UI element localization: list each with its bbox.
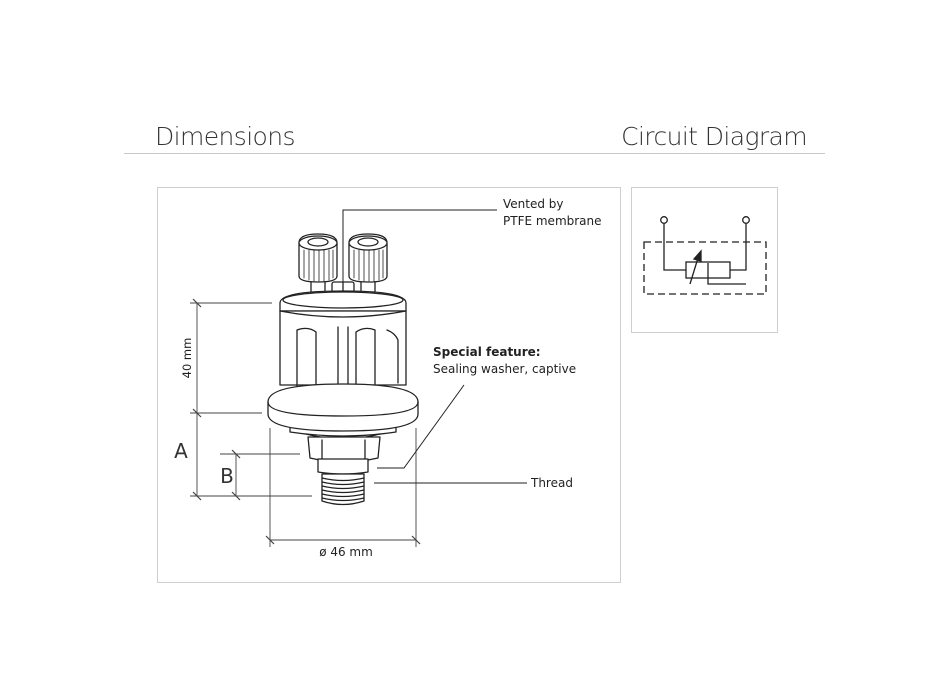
circuit-diagram-heading: Circuit Diagram [621,122,807,151]
right-terminal [348,233,388,293]
sensor-cap [279,290,407,312]
circuit-schematic [643,216,767,295]
heading-divider [124,153,825,154]
wiper [707,263,746,285]
thread-label: Thread [530,476,573,490]
variable-arrow [689,257,699,285]
special-feature-title: Special feature: [433,345,541,359]
dashed-enclosure [643,241,767,295]
special-feature-desc: Sealing washer, captive [433,362,576,376]
left-terminal [298,233,338,293]
arrow-head [692,249,702,262]
dimension-lines [190,209,527,547]
dimension-b-label: B [220,464,234,488]
terminal-right [742,216,750,224]
circuit-diagram-panel [631,187,778,333]
sensor-thread [321,473,365,506]
diameter-label: ø 46 mm [319,545,373,559]
sensor-housing [279,310,407,394]
vented-label-line2: PTFE membrane [503,214,602,228]
sealing-flange [267,383,419,440]
dimension-a-label: A [174,439,188,463]
height-dimension-label: 40 mm [180,338,194,379]
vented-label-line1: Vented by [503,197,564,211]
sensor-neck [317,458,369,475]
hex-nut [307,436,381,463]
terminal-left [660,216,668,224]
dimensions-heading: Dimensions [155,122,296,151]
